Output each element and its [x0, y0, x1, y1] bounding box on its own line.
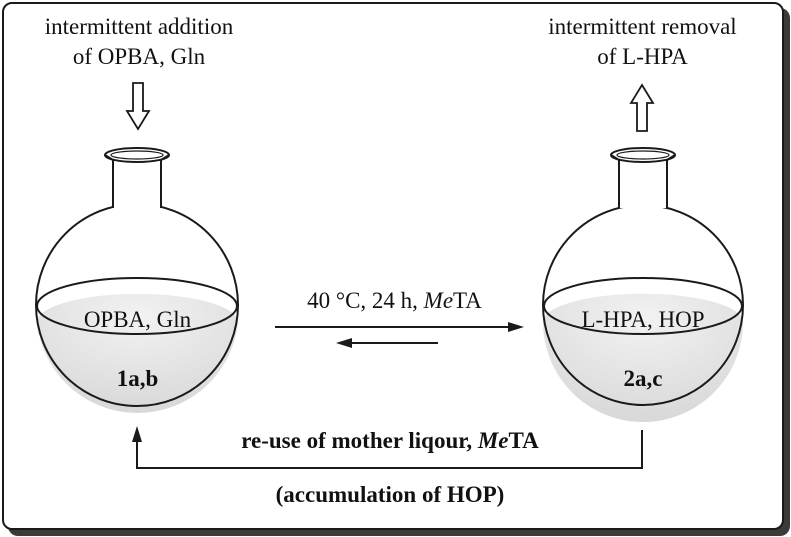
left-flask-liquid — [37, 293, 238, 413]
recycle-note: (accumulation of HOP) — [275, 482, 505, 507]
right-caption-line1: intermittent removal — [548, 14, 737, 39]
right-flask-label: L-HPA, HOP — [581, 307, 705, 332]
reaction-conditions: 40 °C, 24 h, MeTA — [262, 288, 527, 314]
right-compound-label: 2a,c — [623, 366, 663, 391]
right-flask-neck — [618, 159, 668, 208]
left-flask-mouth — [104, 147, 170, 163]
recycle-label: re-use of mother liqour, MeTA — [150, 428, 630, 454]
left-flask-neck — [112, 159, 162, 208]
right-flask-liquid — [543, 293, 743, 422]
left-caption-line1: intermittent addition — [44, 14, 234, 39]
forward-arrow-head — [508, 322, 524, 332]
equilibrium-arrows — [275, 322, 524, 348]
left-flask — [35, 147, 239, 413]
right-flask — [542, 147, 744, 422]
recycle-arrow-head — [132, 426, 142, 442]
recycle-label-text: re-use of mother liqour, — [241, 428, 478, 453]
reverse-arrow-head — [336, 338, 352, 348]
recycle-catalyst-italic: Me — [477, 428, 509, 453]
reaction-catalyst-rest: TA — [453, 288, 482, 313]
recycle-loop — [132, 426, 643, 469]
addition-hollow-arrow-icon — [125, 82, 151, 131]
reaction-conditions-text: 40 °C, 24 h, — [307, 288, 424, 313]
recycle-catalyst-rest: TA — [508, 428, 539, 453]
right-caption-line2: of L-HPA — [597, 44, 688, 69]
left-compound-label: 1a,b — [116, 366, 159, 391]
right-flask-mouth — [610, 147, 676, 163]
left-caption-line2: of OPBA, Gln — [72, 44, 206, 69]
recycle-path — [136, 430, 643, 469]
reaction-catalyst-italic: Me — [423, 288, 454, 313]
left-flask-label: OPBA, Gln — [83, 307, 192, 332]
removal-hollow-arrow-icon — [629, 83, 655, 132]
